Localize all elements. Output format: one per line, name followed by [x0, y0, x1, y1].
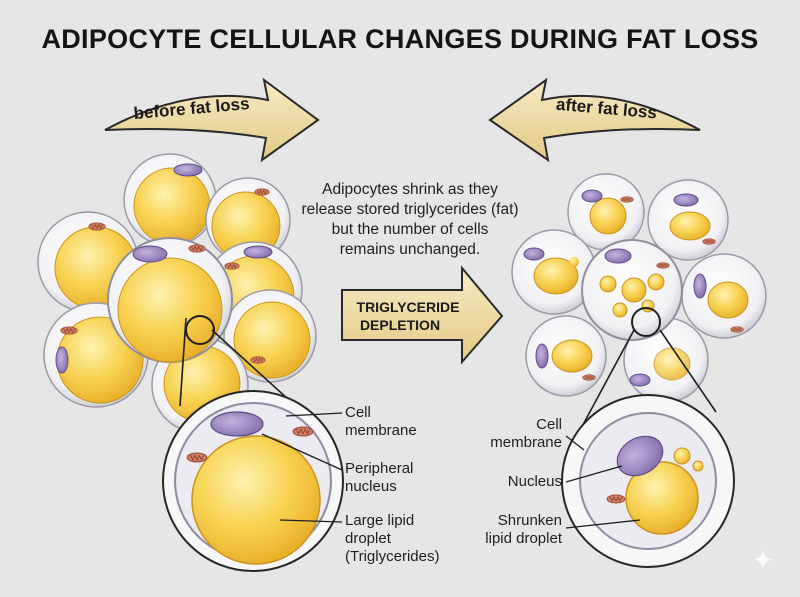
caption: Adipocytes shrink as they release stored… — [290, 180, 530, 260]
caption-line: but the number of cells — [331, 221, 489, 238]
shrunken-adipocyte — [681, 253, 767, 339]
caption-line: release stored triglycerides (fat) — [301, 201, 519, 218]
large-adipocyte-front — [107, 237, 240, 363]
nucleus-shape — [616, 435, 664, 477]
caption-line: Adipocytes shrink as they — [322, 181, 498, 198]
label-line: nucleus — [345, 478, 397, 495]
label-line: (Triglycerides) — [345, 548, 440, 565]
after-arrow — [488, 77, 701, 163]
depletion-arrow — [341, 265, 504, 365]
label-line: membrane — [490, 434, 562, 451]
before-magnified-cell — [162, 390, 344, 572]
shrunken-adipocyte — [511, 229, 597, 315]
right-membrane-label: Cell membrane — [468, 416, 562, 452]
label-line: Cell — [536, 416, 562, 433]
left-droplet-label: Large lipid droplet (Triglycerides) — [345, 512, 439, 566]
after-magnified-cell — [561, 394, 735, 568]
mitochondrion-shape — [606, 494, 626, 504]
mitochondrion-shape — [186, 452, 208, 463]
mitochondrion-shape — [292, 426, 314, 437]
label-line: Cell — [345, 404, 371, 421]
diagram-title: ADIPOCYTE CELLULAR CHANGES DURING FAT LO… — [41, 24, 759, 54]
label-line: droplet — [345, 530, 391, 547]
label-line: Peripheral — [345, 460, 414, 477]
label-line: Large lipid — [345, 512, 415, 529]
sparkle-icon: ✦ — [752, 546, 774, 576]
shrunken-adipocyte — [567, 173, 645, 251]
after-cell-cluster — [511, 173, 767, 403]
label-line: lipid droplet — [485, 530, 562, 547]
label-line: membrane — [345, 422, 417, 439]
before-cell-cluster — [37, 153, 317, 434]
large-adipocyte — [123, 153, 217, 247]
left-membrane-label: Cell membrane — [345, 404, 417, 440]
depletion-label-line1: TRIGLYCERIDE — [357, 299, 460, 315]
right-droplet-label: Shrunken lipid droplet — [458, 512, 562, 548]
label-line: Shrunken — [497, 512, 562, 529]
shrunken-adipocyte — [647, 179, 729, 261]
caption-line: remains unchanged. — [339, 241, 481, 258]
large-adipocyte — [223, 289, 317, 383]
shrunken-adipocyte — [525, 315, 607, 397]
before-arrow — [104, 77, 320, 163]
nucleus-shape — [210, 411, 264, 437]
depletion-label-line2: DEPLETION — [360, 317, 440, 333]
left-nucleus-label: Peripheral nucleus — [345, 460, 413, 496]
right-nucleus-label: Nucleus — [507, 473, 562, 490]
